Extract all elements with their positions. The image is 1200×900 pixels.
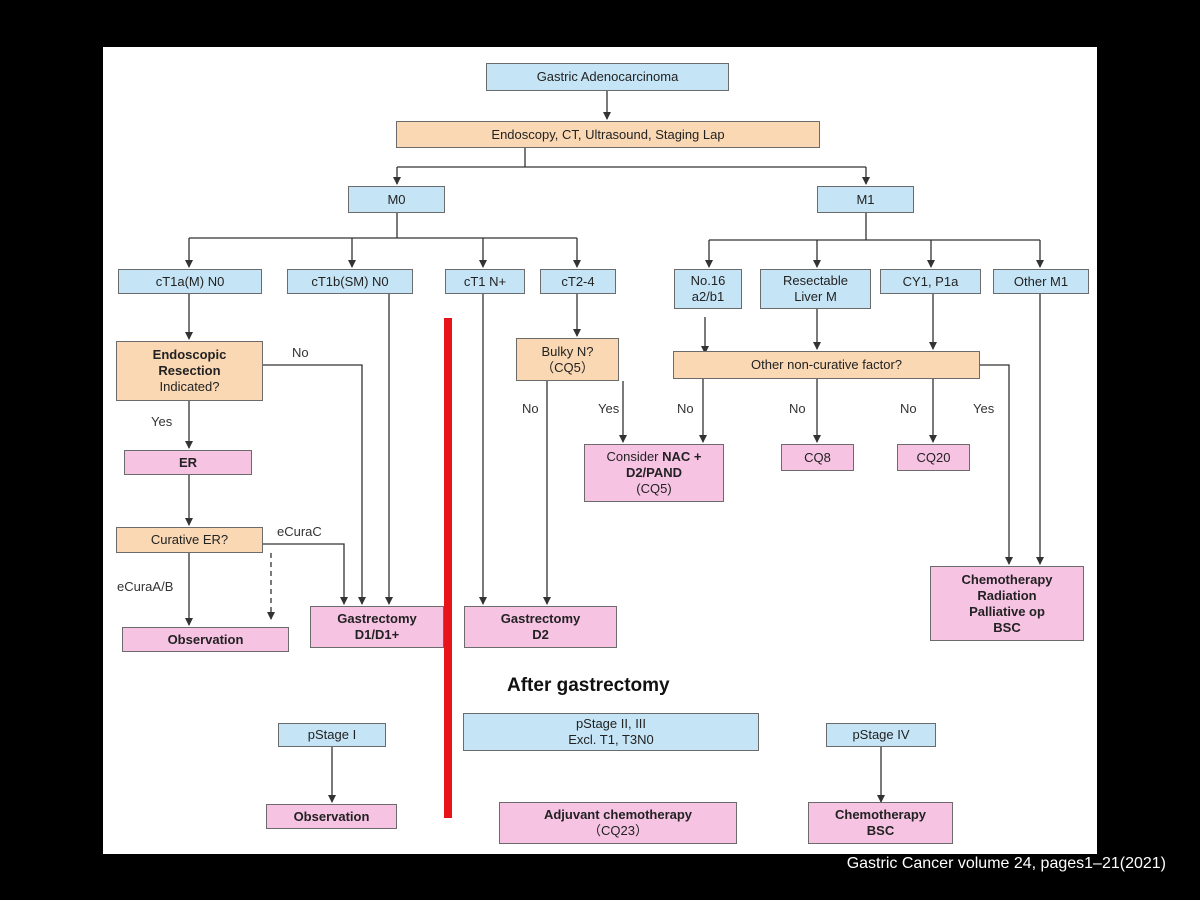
endo-line2: Resection bbox=[158, 363, 221, 378]
cy1-box: CY1, P1a bbox=[880, 269, 981, 294]
ct1a-label: cT1a(M) N0 bbox=[155, 273, 225, 289]
er-label: ER bbox=[178, 454, 198, 470]
source-citation: Gastric Cancer volume 24, pages1–21(2021… bbox=[846, 855, 1166, 872]
connector-layer bbox=[185, 89, 1044, 818]
gd1-line2: D1/D1+ bbox=[354, 627, 400, 642]
m0-label: M0 bbox=[387, 191, 406, 207]
edge-label-no-bulky: No bbox=[522, 401, 539, 416]
no16-line1: No.16 bbox=[690, 273, 726, 288]
liver-line1: Resectable bbox=[782, 273, 849, 288]
nac-pre: Consider bbox=[606, 449, 663, 464]
bulky-line2: （CQ5） bbox=[541, 359, 594, 375]
adj-line2: （CQ23） bbox=[588, 823, 648, 838]
observation-after-box: Observation bbox=[266, 804, 397, 829]
otherm1-label: Other M1 bbox=[1013, 273, 1069, 289]
bulky-line1: Bulky N? bbox=[541, 343, 594, 359]
nac-line3: (CQ5) bbox=[636, 481, 672, 496]
ct24-box: cT2-4 bbox=[540, 269, 616, 294]
nac-box: Consider NAC + D2/PAND (CQ5) bbox=[584, 444, 724, 502]
gd2-line1: Gastrectomy bbox=[500, 611, 581, 626]
after-gastrectomy-heading: After gastrectomy bbox=[507, 675, 670, 696]
chemo-bsc-line2: BSC bbox=[866, 823, 895, 838]
chemo-pall-line2: Radiation bbox=[977, 587, 1037, 603]
cq8-box: CQ8 bbox=[781, 444, 854, 471]
gd2-line2: D2 bbox=[532, 627, 549, 642]
chemo-pall-line3: Palliative op bbox=[969, 603, 1045, 619]
observation-box: Observation bbox=[122, 627, 289, 652]
edge-label-ecuraab: eCuraA/B bbox=[117, 579, 174, 594]
pstage4-label: pStage IV bbox=[852, 727, 910, 742]
liver-line2: Liver M bbox=[794, 289, 837, 304]
divider-bar bbox=[444, 318, 452, 818]
gastric-label: Gastric Adenocarcinoma bbox=[536, 69, 679, 84]
edge-label-no-endo: No bbox=[292, 345, 309, 360]
edge-label-no-no16: No bbox=[677, 401, 694, 416]
pstage23-line1: pStage II, III bbox=[575, 716, 647, 731]
edge-label-no-liver: No bbox=[789, 401, 806, 416]
no16-line2: a2/b1 bbox=[691, 289, 725, 304]
edge-label-yes-bulky: Yes bbox=[598, 401, 620, 416]
noncur-label: Other non-curative factor? bbox=[750, 357, 903, 372]
m1-label: M1 bbox=[856, 191, 875, 207]
bulky-n-box: Bulky N?（CQ5） bbox=[516, 338, 619, 381]
ct24-label: cT2-4 bbox=[561, 273, 595, 289]
er-box: ER bbox=[124, 450, 252, 475]
curative-er-box: Curative ER? bbox=[116, 527, 263, 553]
pstage1-box: pStage I bbox=[278, 723, 386, 747]
obs2-label: Observation bbox=[293, 808, 370, 824]
flowchart-panel: Gastric Adenocarcinoma Endoscopy, CT, Ul… bbox=[103, 47, 1097, 854]
pstage23-line2: Excl. T1, T3N0 bbox=[568, 732, 654, 747]
adjuvant-chemo-box: Adjuvant chemotherapy（CQ23） bbox=[499, 802, 737, 844]
cq20-box: CQ20 bbox=[897, 444, 970, 471]
nac-bold: NAC + bbox=[662, 449, 702, 464]
ct1n-label: cT1 N+ bbox=[463, 273, 507, 289]
chemo-bsc-line1: Chemotherapy bbox=[834, 807, 927, 822]
adj-line1: Adjuvant chemotherapy bbox=[543, 807, 693, 822]
otherm1-box: Other M1 bbox=[993, 269, 1089, 294]
obs1-label: Observation bbox=[167, 631, 244, 647]
curative-label: Curative ER? bbox=[150, 532, 229, 547]
cq20-label: CQ20 bbox=[916, 449, 951, 465]
staging-box: Endoscopy, CT, Ultrasound, Staging Lap bbox=[396, 121, 820, 148]
chemo-pall-line1: Chemotherapy bbox=[961, 571, 1053, 587]
cq8-label: CQ8 bbox=[804, 449, 831, 465]
edge-label-yes-noncur: Yes bbox=[973, 401, 995, 416]
chemo-pall-line4: BSC bbox=[993, 619, 1021, 635]
endo-line3: Indicated? bbox=[159, 379, 220, 394]
m1-box: M1 bbox=[817, 186, 914, 213]
pstage4-box: pStage IV bbox=[826, 723, 936, 747]
endo-line1: Endoscopic bbox=[152, 347, 227, 362]
nac-line1: Consider NAC + bbox=[606, 449, 701, 465]
ct1b-box: cT1b(SM) N0 bbox=[287, 269, 413, 294]
nac-line2: D2/PAND bbox=[625, 465, 683, 480]
ct1a-box: cT1a(M) N0 bbox=[118, 269, 262, 294]
cy1-label: CY1, P1a bbox=[902, 273, 959, 289]
ct1n-box: cT1 N+ bbox=[445, 269, 525, 294]
edge-label-no-cy1: No bbox=[900, 401, 917, 416]
ct1b-label: cT1b(SM) N0 bbox=[311, 273, 389, 289]
edge-label-yes-endo: Yes bbox=[151, 414, 173, 429]
gd1-line1: Gastrectomy bbox=[337, 611, 417, 626]
m0-box: M0 bbox=[348, 186, 445, 213]
edge-label-ecurac: eCuraC bbox=[277, 524, 322, 539]
gastric-adenocarcinoma-box: Gastric Adenocarcinoma bbox=[486, 63, 729, 91]
pstage1-label: pStage I bbox=[307, 727, 357, 742]
non-curative-box: Other non-curative factor? bbox=[673, 351, 980, 379]
staging-label: Endoscopy, CT, Ultrasound, Staging Lap bbox=[491, 126, 725, 142]
